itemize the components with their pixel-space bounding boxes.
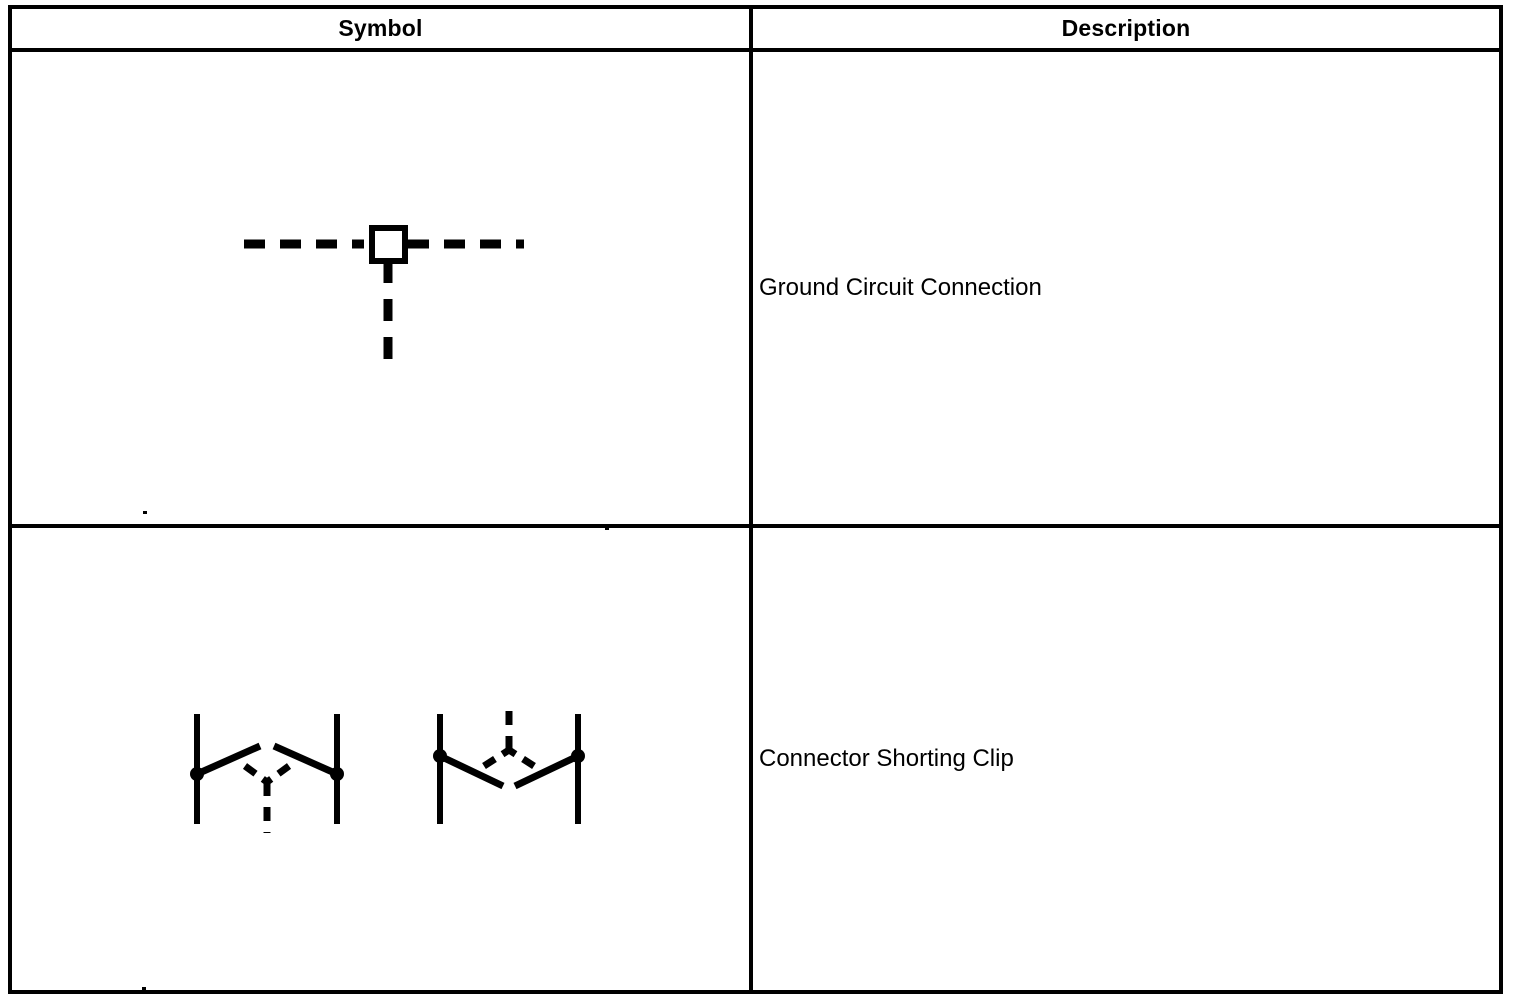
scan-speck-artifact (605, 527, 609, 530)
scan-speck-artifact (143, 511, 147, 514)
description-ground-circuit-connection: Ground Circuit Connection (759, 274, 1042, 301)
clip-variant-right-apex-down (433, 706, 585, 824)
symbol-cell-connector-shorting-clip (12, 528, 749, 990)
clip-variant-left-apex-up (190, 714, 344, 833)
column-header-symbol: Symbol (338, 15, 423, 41)
clip-arm-left (438, 752, 505, 790)
square-terminal-box (369, 225, 408, 264)
connection-dot-right (571, 749, 585, 763)
column-divider (749, 9, 753, 990)
dashed-bridge-right (507, 747, 536, 769)
ground-circuit-connection-symbol (244, 225, 524, 372)
header-row-divider (12, 48, 1499, 52)
dashed-bridge-right (264, 763, 292, 785)
symbol-legend-table: Symbol Description Ground Circuit Connec… (8, 5, 1503, 994)
column-header-description: Description (1061, 15, 1191, 41)
connection-dot-right (330, 767, 344, 781)
connection-dot-left (190, 767, 204, 781)
symbol-cell-ground-circuit-connection (12, 52, 749, 524)
scan-speck-artifact (142, 987, 146, 990)
clip-arm-left (195, 742, 262, 778)
body-row-divider (12, 524, 1499, 528)
connection-dot-left (433, 749, 447, 763)
description-connector-shorting-clip: Connector Shorting Clip (759, 745, 1014, 772)
dashed-bridge-left (482, 747, 511, 769)
connector-shorting-clip-symbol (190, 706, 585, 833)
clip-arm-right (513, 752, 580, 790)
clip-arm-right (272, 742, 339, 778)
dashed-bridge-left (242, 763, 270, 785)
